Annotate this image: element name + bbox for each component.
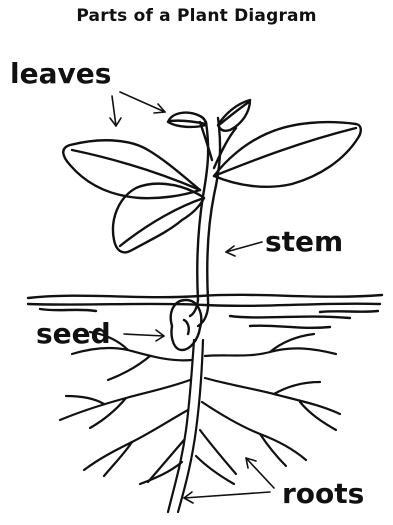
roots-pointer-arrow-1	[184, 492, 270, 498]
ground-line	[28, 295, 382, 298]
label-seed: seed	[36, 320, 111, 348]
label-leaves: leaves	[10, 60, 111, 88]
leaves-pointer-arrow-1	[120, 92, 165, 112]
roots-pointer-arrow-2	[246, 458, 274, 488]
label-stem: stem	[265, 228, 343, 256]
ground-line-lower	[28, 304, 380, 306]
seed-pointer-arrow	[124, 334, 164, 336]
label-roots: roots	[282, 480, 364, 508]
